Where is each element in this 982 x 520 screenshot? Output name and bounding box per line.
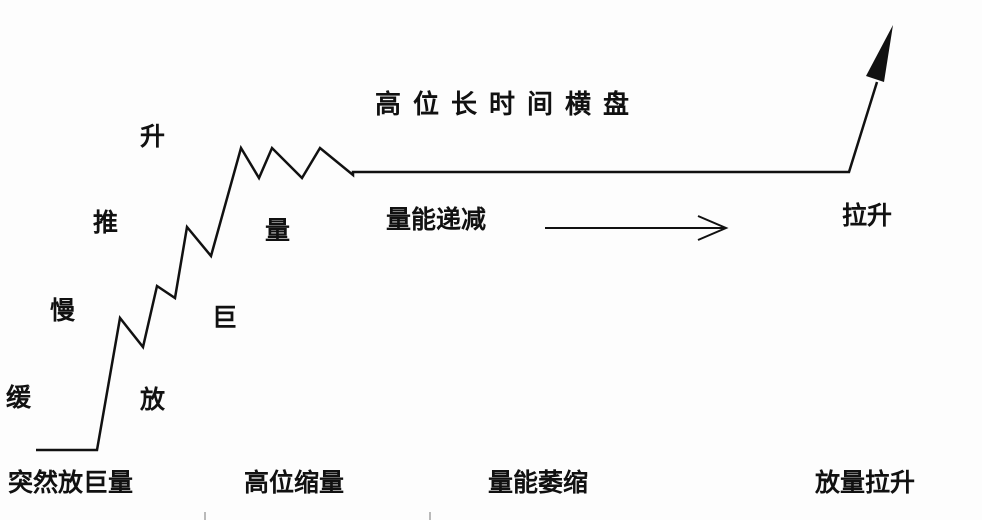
bottom-label: 量能萎缩 xyxy=(488,468,589,497)
price-path xyxy=(36,81,879,452)
up-arrow-head-icon xyxy=(866,25,893,82)
big-volume-char: 放 xyxy=(140,385,166,414)
slow-rise-char: 升 xyxy=(140,122,166,151)
volume-decrease-label: 量能递减 xyxy=(386,205,487,234)
bottom-label: 突然放巨量 xyxy=(8,468,134,497)
big-volume-char: 量 xyxy=(265,216,291,245)
slow-rise-char: 推 xyxy=(93,208,119,237)
big-volume-char: 巨 xyxy=(212,303,238,332)
diagram-title: 高位长时间横盘 xyxy=(375,90,642,120)
pull-up-label: 拉升 xyxy=(842,201,893,230)
right-arrow-head-icon xyxy=(697,215,729,241)
slow-rise-char: 慢 xyxy=(50,296,76,325)
slow-rise-char: 缓 xyxy=(6,383,32,412)
bottom-label: 放量拉升 xyxy=(815,468,916,497)
bottom-label: 高位缩量 xyxy=(244,468,345,497)
